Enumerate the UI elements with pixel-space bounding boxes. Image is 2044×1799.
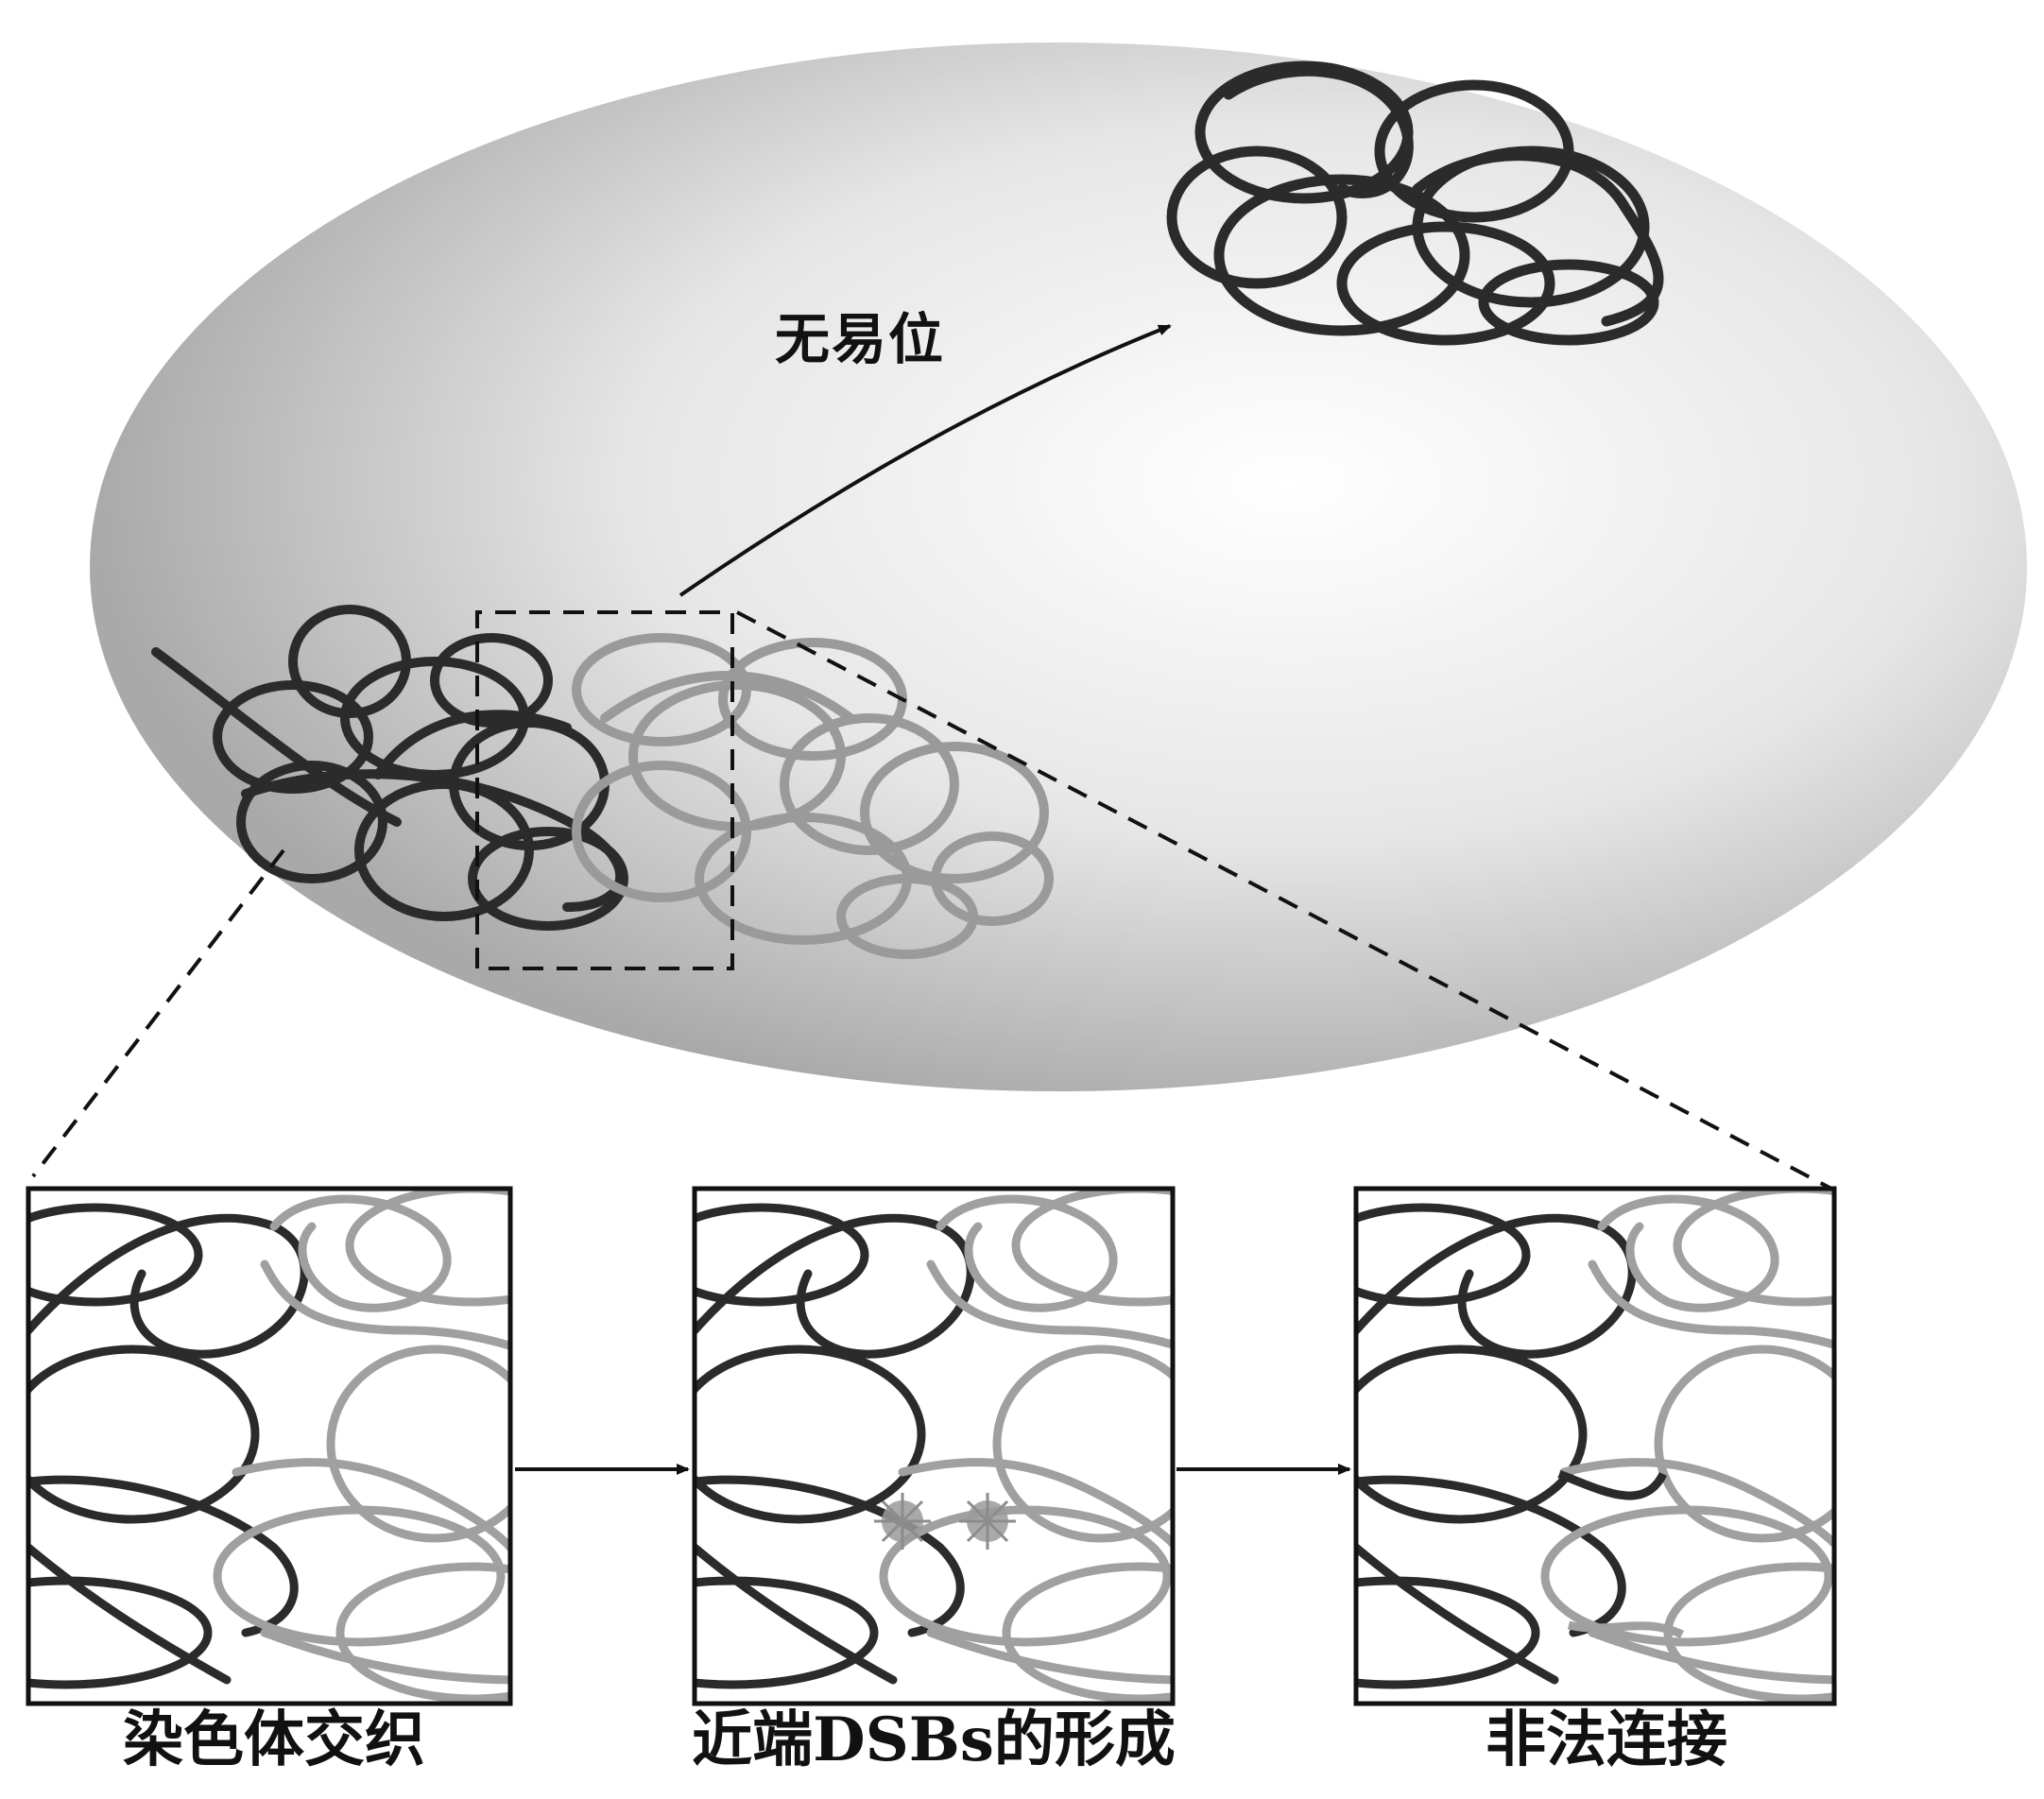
nucleus bbox=[90, 43, 2027, 1091]
caption-illegitimate-joining: 非法连接 bbox=[1361, 1691, 1852, 1778]
panel-entanglement bbox=[0, 1189, 605, 1704]
no-translocation-label: 无易位 bbox=[775, 295, 945, 374]
panel-dsb-formation bbox=[591, 1189, 1271, 1704]
caption-dsb-formation: 近端DSBs的形成 bbox=[688, 1691, 1179, 1778]
panel-illegitimate-joining bbox=[1252, 1189, 1932, 1704]
caption-entanglement: 染色体交织 bbox=[28, 1691, 520, 1778]
zoom-line-left bbox=[33, 850, 283, 1176]
